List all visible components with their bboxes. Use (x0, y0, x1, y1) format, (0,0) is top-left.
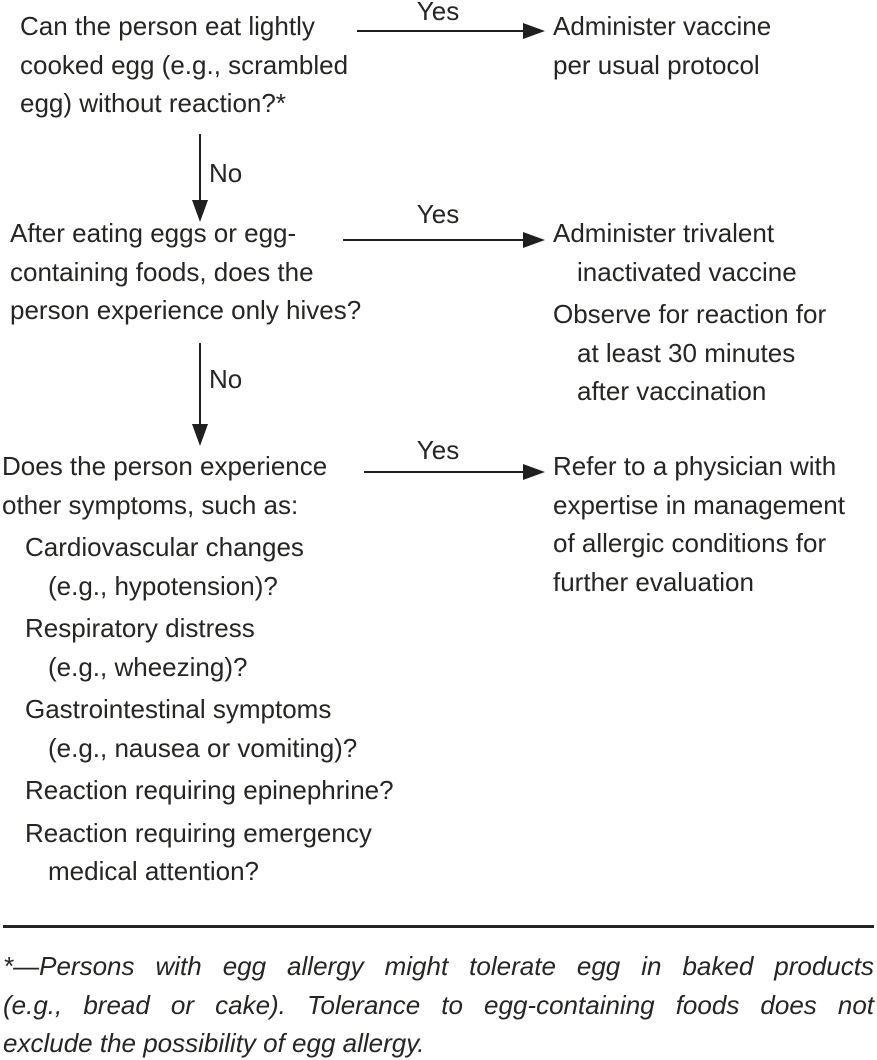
symptom-line: Cardiovascular changes (25, 532, 304, 562)
symptom-line: (e.g., wheezing)? (48, 651, 248, 682)
question-line: After eating eggs or egg- (10, 218, 297, 248)
arrowhead-right-icon (523, 232, 545, 248)
footnote-line: exclude the possibility of egg allergy. (3, 1028, 425, 1058)
outcome-node-administer-usual-protocol: Administer vaccine per usual protocol (553, 7, 771, 84)
outcome-line: per usual protocol (553, 49, 760, 80)
symptom-line: Gastrointestinal symptoms (25, 694, 332, 724)
outcome-line: Administer trivalent (553, 218, 775, 248)
outcome-node-refer-physician: Refer to a physician with expertise in m… (553, 447, 845, 601)
question-node-only-hives: After eating eggs or egg- containing foo… (10, 214, 361, 330)
question-line: containing foods, does the (10, 256, 314, 287)
outcome-line: at least 30 minutes (577, 337, 796, 368)
outcome-line: of allergic conditions for (553, 528, 827, 558)
symptom-item-epinephrine: Reaction requiring epinephrine? (2, 771, 394, 810)
outcome-line: expertise in management (553, 489, 845, 520)
symptom-line: (e.g., nausea or vomiting)? (48, 732, 358, 763)
yes-arrow-label: Yes (416, 0, 460, 26)
outcome-node-trivalent-vaccine-observe: Administer trivalent inactivated vaccine… (553, 214, 826, 411)
outcome-line: Refer to a physician with (553, 451, 837, 481)
footnote-line: (e.g., bread or cake). Tolerance to egg-… (3, 989, 874, 1020)
no-arrow-label: No (209, 158, 243, 188)
arrowhead-right-icon (523, 23, 545, 39)
outcome-line: further evaluation (553, 566, 754, 597)
outcome-line: Administer vaccine (553, 11, 772, 41)
arrow-line (199, 343, 201, 425)
question-line: cooked egg (e.g., scrambled (20, 49, 349, 80)
outcome-line: Observe for reaction for (553, 299, 827, 329)
question-line: Does the person experience (2, 451, 328, 481)
arrow-line (357, 30, 523, 32)
arrowhead-down-icon (192, 424, 208, 446)
symptom-line: medical attention? (48, 856, 260, 886)
symptom-item-cardiovascular: Cardiovascular changes (e.g., hypotensio… (2, 528, 394, 605)
no-arrow-label: No (209, 364, 243, 394)
arrowhead-right-icon (523, 464, 545, 480)
symptom-line: Reaction requiring emergency (25, 817, 372, 848)
arrow-line (199, 134, 201, 202)
question-line: egg) without reaction?* (20, 88, 286, 118)
question-line: person experience only hives? (10, 295, 362, 325)
question-node-other-symptoms: Does the person experience other symptom… (2, 447, 394, 891)
outcome-line: inactivated vaccine (577, 256, 797, 287)
symptom-item-respiratory: Respiratory distress (e.g., wheezing)? (2, 609, 394, 686)
question-line: other symptoms, such as: (2, 489, 299, 520)
arrow-line (364, 471, 523, 473)
footnote-line: *—Persons with egg allergy might tolerat… (3, 951, 874, 981)
symptom-line: Respiratory distress (25, 613, 255, 643)
symptom-line: Reaction requiring epinephrine? (25, 775, 394, 805)
yes-arrow-label: Yes (416, 435, 460, 465)
symptom-item-emergency: Reaction requiring emergency medical att… (2, 814, 394, 891)
outcome-line: after vaccination (577, 376, 767, 406)
symptom-line: (e.g., hypotension)? (48, 570, 278, 601)
footnote-divider (3, 925, 874, 928)
footnote: *—Persons with egg allergy might tolerat… (3, 947, 874, 1060)
question-line: Can the person eat lightly (20, 11, 315, 41)
yes-arrow-label: Yes (416, 199, 460, 229)
question-node-eat-lightly-cooked-egg: Can the person eat lightly cooked egg (e… (20, 7, 348, 123)
arrowhead-down-icon (192, 200, 208, 222)
symptom-item-gastrointestinal: Gastrointestinal symptoms (e.g., nausea … (2, 690, 394, 767)
arrow-line (343, 239, 523, 241)
